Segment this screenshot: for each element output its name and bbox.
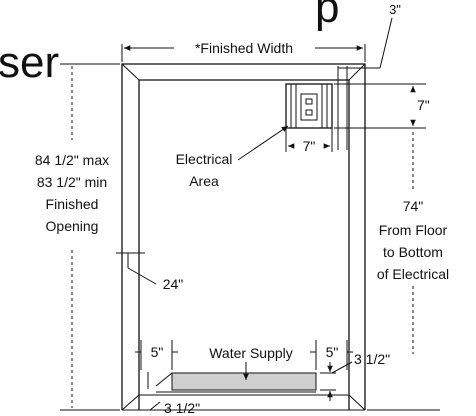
side-offset-dimension: 24" bbox=[116, 252, 184, 292]
opening-frame bbox=[121, 63, 366, 411]
top-gap-dimension: 3" bbox=[337, 2, 401, 150]
electrical-height-label: 7" bbox=[417, 97, 430, 113]
floor-caption-2: to Bottom bbox=[383, 244, 443, 260]
water-height-bottom-label: 3 1/2" bbox=[164, 400, 200, 416]
side-offset-label: 24" bbox=[163, 276, 184, 292]
electrical-box bbox=[285, 83, 333, 129]
top-gap-label: 3" bbox=[389, 2, 401, 17]
floor-caption-1: From Floor bbox=[379, 222, 448, 238]
water-height-right-label: 3 1/2" bbox=[354, 351, 390, 367]
height-caption-1: Finished bbox=[46, 196, 99, 212]
electrical-width-label: 7" bbox=[303, 138, 316, 154]
floor-to-electrical-dimension: 74" From Floor to Bottom of Electrical bbox=[367, 132, 449, 411]
water-height-right-dimension: 3 1/2" bbox=[320, 351, 390, 401]
height-dimension: 84 1/2" max 83 1/2" min Finished Opening bbox=[35, 63, 120, 411]
water-right-offset-label: 5" bbox=[326, 344, 339, 360]
water-supply-area: Water Supply bbox=[155, 345, 317, 393]
water-left-offset-dimension: 5" bbox=[135, 340, 178, 370]
water-supply-label: Water Supply bbox=[209, 345, 293, 361]
electrical-area-line2: Area bbox=[189, 173, 219, 189]
electrical-area-callout: Electrical Area bbox=[176, 125, 289, 189]
height-caption-2: Opening bbox=[46, 218, 99, 234]
floor-caption-3: of Electrical bbox=[377, 266, 449, 282]
heading-fragment-top: p bbox=[315, 0, 339, 32]
electrical-width-dimension: 7" bbox=[285, 128, 333, 154]
floor-dim-value: 74" bbox=[403, 198, 424, 214]
height-max: 84 1/2" max bbox=[35, 152, 109, 168]
finished-width-dimension: *Finished Width bbox=[121, 40, 366, 62]
electrical-height-dimension: 7" bbox=[334, 83, 430, 129]
height-min: 83 1/2" min bbox=[37, 174, 107, 190]
electrical-area-line1: Electrical bbox=[176, 151, 233, 167]
finished-width-label: *Finished Width bbox=[195, 40, 293, 56]
heading-fragment: ser bbox=[0, 38, 59, 87]
water-left-offset-label: 5" bbox=[151, 344, 164, 360]
water-height-bottom-dimension: 3 1/2" bbox=[147, 372, 200, 416]
